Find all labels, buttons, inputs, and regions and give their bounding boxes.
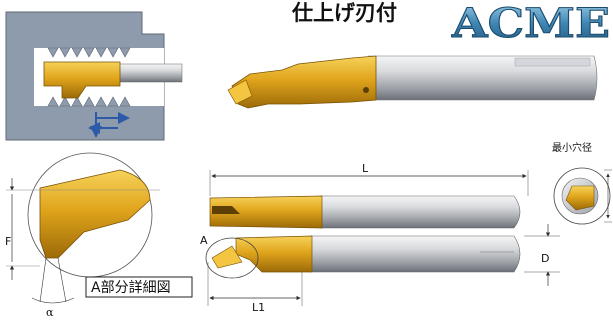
- tool-top-view: L: [209, 162, 529, 229]
- jp-title: 仕上げ刃付: [291, 1, 397, 25]
- machining-section-diagram: [5, 11, 183, 141]
- tool-3d-flat: [514, 57, 591, 67]
- tool-3d-shank: [367, 55, 598, 101]
- dim-f-label: F: [5, 235, 11, 248]
- detail-callout-label: A部分詳細図: [91, 280, 171, 296]
- detail-tip-gold: [39, 169, 151, 259]
- tool-side-view: A L1 D: [200, 224, 560, 314]
- dim-l1-label: L1: [252, 301, 265, 314]
- dim-d-label: D: [541, 252, 549, 265]
- angle-arc: [31, 297, 75, 304]
- tool-3d-gold-body: [231, 55, 377, 109]
- detail-a-magnified: F α: [5, 152, 160, 319]
- tool-cutting-head: [43, 61, 121, 99]
- side-view-detail-marker: [205, 237, 259, 279]
- end-view-gold: [565, 185, 595, 211]
- top-view-shank: [319, 195, 521, 229]
- side-view-tip: [211, 245, 243, 269]
- top-view-tip-notch: [212, 206, 240, 214]
- detail-callout-box: [85, 276, 193, 298]
- brand-logo: ACME: [451, 0, 610, 47]
- detail-a-marker-label: A: [200, 234, 208, 247]
- dim-l-label: L: [362, 162, 369, 175]
- tool-3d-tip: [227, 79, 253, 105]
- thread-teeth: [47, 47, 131, 107]
- angle-leg-1: [39, 257, 47, 303]
- angle-leg-2: [57, 257, 67, 303]
- tool-end-view: 最小穴径: [552, 141, 612, 225]
- side-view-shank: [309, 235, 521, 273]
- tool-shank-section: [117, 63, 183, 83]
- tool-3d-screw-hole: [363, 87, 369, 93]
- min-hole-label: 最小穴径: [552, 141, 592, 154]
- angle-alpha-label: α: [46, 306, 54, 319]
- top-view-gold: [209, 195, 323, 229]
- boring-bar-3d-view: [227, 55, 598, 109]
